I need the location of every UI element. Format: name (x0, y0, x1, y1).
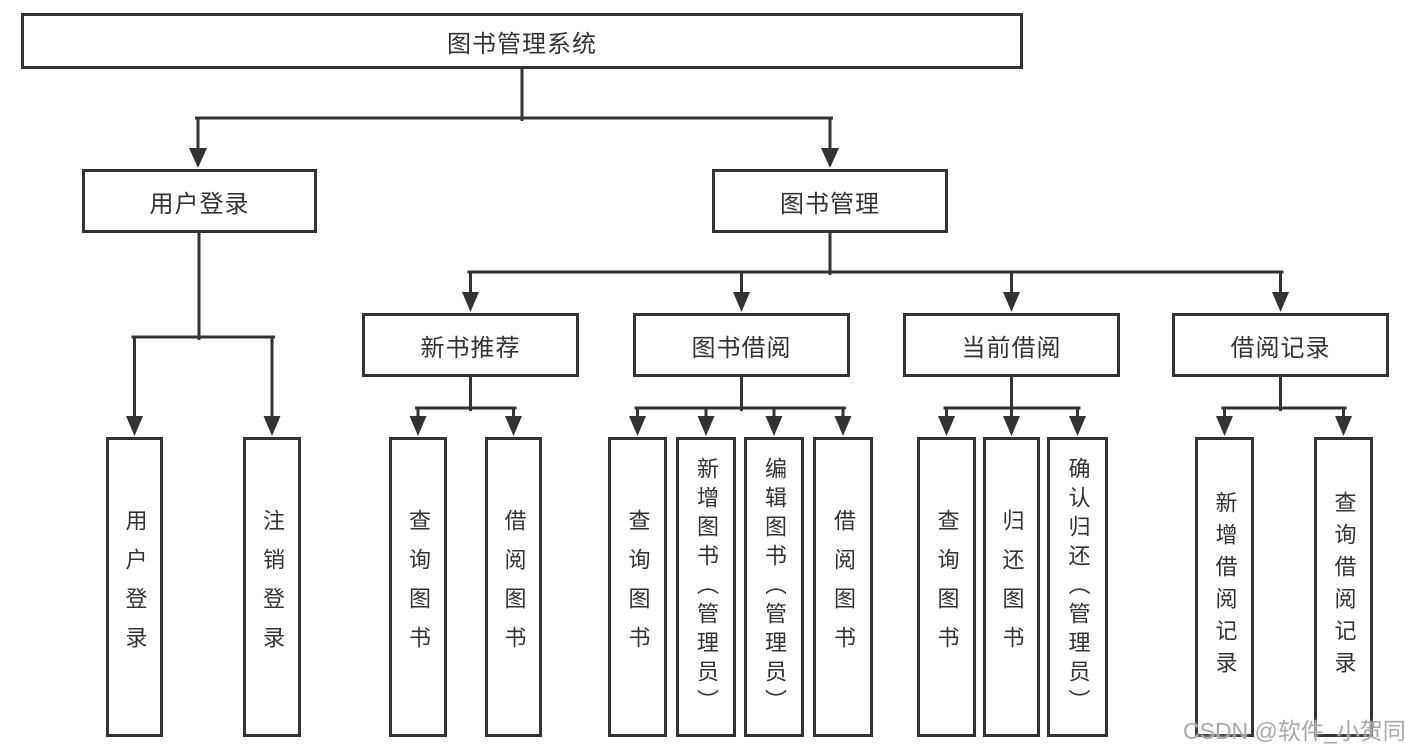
leaf-return-book: 归还图书 (983, 437, 1040, 737)
leaf-add-book-admin-label: 新增图书（管理员） (694, 456, 719, 718)
connector-root-to-level1 (189, 67, 839, 168)
leaf-query-books-2: 查询图书 (608, 437, 667, 737)
leaf-edit-book-admin-label: 编辑图书（管理员） (762, 456, 787, 718)
leaf-logout-label: 注销登录 (260, 509, 285, 665)
leaf-query-borrow-record: 查询借阅记录 (1314, 437, 1373, 737)
leaf-borrow-books-1: 借阅图书 (485, 437, 542, 737)
node-root-label: 图书管理系统 (447, 30, 597, 58)
leaf-borrow-books-2-label: 借阅图书 (831, 509, 856, 665)
leaf-add-borrow-record: 新增借阅记录 (1195, 437, 1254, 737)
leaf-edit-book-admin: 编辑图书（管理员） (744, 437, 804, 737)
leaf-user-login-label: 用户登录 (122, 509, 148, 665)
connector-new-book-rec-to-leaves (409, 375, 522, 436)
leaf-add-borrow-record-label: 新增借阅记录 (1212, 491, 1238, 683)
connector-borrow-records-to-leaves (1216, 375, 1352, 436)
node-current-borrowing-label: 当前借阅 (961, 334, 1062, 362)
leaf-query-books-3: 查询图书 (917, 437, 976, 737)
leaf-query-books-3-label: 查询图书 (934, 509, 960, 665)
node-borrowing-records: 借阅记录 (1172, 313, 1389, 377)
node-new-book-recommend: 新书推荐 (362, 313, 579, 377)
leaf-add-book-admin: 新增图书（管理员） (676, 437, 736, 737)
node-book-borrowing-label: 图书借阅 (691, 334, 792, 362)
node-user-login-label: 用户登录 (149, 190, 250, 218)
node-book-management-label: 图书管理 (780, 190, 880, 218)
leaf-query-borrow-record-label: 查询借阅记录 (1331, 491, 1357, 683)
node-borrowing-records-label: 借阅记录 (1230, 334, 1331, 362)
connector-user-login-to-leaves (126, 231, 281, 436)
leaf-confirm-return-admin: 确认归还（管理员） (1047, 437, 1108, 737)
node-user-login: 用户登录 (82, 169, 317, 233)
leaf-query-books-2-label: 查询图书 (625, 509, 651, 665)
leaf-logout: 注销登录 (243, 437, 301, 737)
node-new-book-recommend-label: 新书推荐 (420, 334, 521, 362)
leaf-confirm-return-admin-label: 确认归还（管理员） (1065, 456, 1091, 718)
leaf-borrow-books-1-label: 借阅图书 (501, 509, 527, 665)
node-root: 图书管理系统 (21, 13, 1023, 69)
connector-book-mgmt-to-level2 (462, 231, 1289, 312)
connector-current-borrow-to-leaves (938, 375, 1086, 436)
connector-book-borrow-to-leaves (629, 375, 852, 436)
watermark: CSDN @软件_小贺同学 (1183, 718, 1405, 744)
leaf-borrow-books-2: 借阅图书 (813, 437, 873, 737)
leaf-user-login: 用户登录 (106, 437, 163, 737)
node-book-borrowing: 图书借阅 (633, 313, 850, 377)
leaf-query-books-1: 查询图书 (389, 437, 447, 737)
node-book-management: 图书管理 (712, 169, 948, 233)
leaf-query-books-1-label: 查询图书 (406, 509, 431, 665)
leaf-return-book-label: 归还图书 (999, 509, 1025, 665)
node-current-borrowing: 当前借阅 (903, 313, 1120, 377)
